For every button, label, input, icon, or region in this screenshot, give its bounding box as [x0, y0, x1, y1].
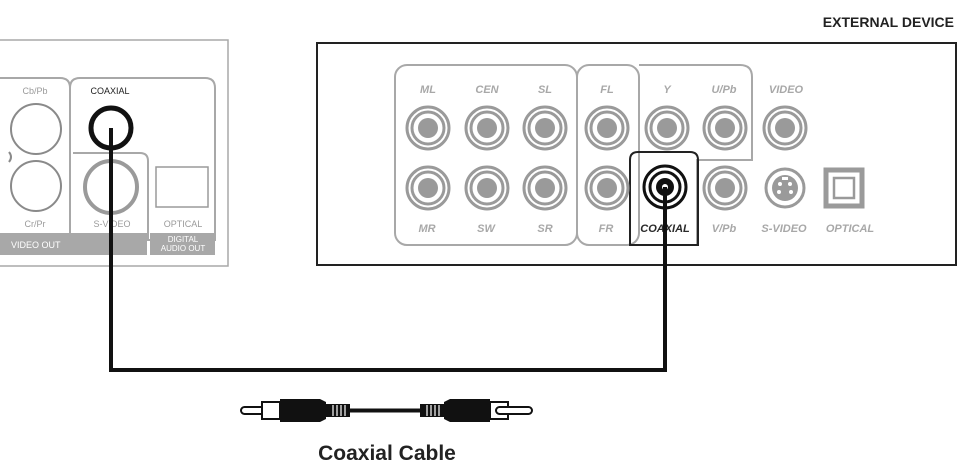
sl-label: SL [538, 84, 552, 96]
sw-jack [464, 165, 510, 211]
ml-label: ML [420, 84, 436, 96]
device-svideo-jack [764, 167, 806, 209]
cen-jack [464, 105, 510, 151]
video-label: VIDEO [769, 84, 804, 96]
fl-label: FL [600, 84, 614, 96]
external-device-title: EXTERNAL DEVICE [823, 14, 954, 30]
fr-label: FR [599, 223, 614, 235]
sr-label: SR [537, 223, 552, 235]
digital-audio-out-bar [150, 233, 215, 255]
sr-jack [522, 165, 568, 211]
y-label: Y [663, 84, 672, 96]
y-jack [644, 105, 690, 151]
coaxial-box-outline [629, 151, 699, 246]
sl-jack [522, 105, 568, 151]
fr-jack [584, 165, 630, 211]
device-optical-label: OPTICAL [826, 223, 875, 235]
front-group-outline [576, 64, 640, 246]
video-out-label: VIDEO OUT [11, 240, 61, 250]
right-plug-grip [420, 404, 444, 417]
device-optical-port [823, 167, 865, 209]
mr-label: MR [418, 223, 435, 235]
coaxial-group-outline [69, 77, 216, 241]
external-device-panel: ML CEN SL FL Y U/Pb VIDEO [316, 42, 957, 266]
device-svideo-label: S-VIDEO [761, 223, 807, 235]
cen-label: CEN [475, 84, 499, 96]
upb-label: U/Pb [711, 84, 736, 96]
cbpb-label: Cb/Pb [22, 86, 47, 96]
right-plug-ridges [426, 405, 440, 416]
component-group-outline [639, 64, 753, 246]
right-plug-body [444, 399, 490, 422]
upb-jack [702, 105, 748, 151]
coaxial-cable-illustration [240, 399, 533, 422]
crpr-jack [10, 160, 62, 212]
left-plug-grip [326, 404, 350, 417]
sw-label: SW [477, 223, 496, 235]
cable-caption: Coaxial Cable [318, 442, 456, 462]
right-plug-pin [495, 406, 533, 415]
mr-jack [405, 165, 451, 211]
player-optical-label: OPTICAL [164, 219, 203, 229]
audio-out-label: AUDIO OUT [161, 244, 206, 253]
coaxial-cable-path [109, 128, 667, 372]
vpb-jack [702, 165, 748, 211]
player-back-panel: Cb/Pb Cr/Pr COAXIAL S-VIDEO OPTICAL VIDE… [0, 39, 229, 267]
jack-notch [8, 151, 12, 163]
digital-label: DIGITAL [168, 235, 199, 244]
player-optical-port [155, 166, 209, 208]
video-jack [762, 105, 808, 151]
crpr-label: Cr/Pr [25, 219, 46, 229]
svideo-group-outline [73, 152, 149, 240]
cbpb-jack [10, 103, 62, 155]
device-panel-frame [316, 42, 957, 266]
fl-jack [584, 105, 630, 151]
left-plug-body [280, 399, 326, 422]
vpb-label: V/Pb [712, 223, 737, 235]
left-plug-ridges [332, 405, 346, 416]
ml-jack [405, 105, 451, 151]
player-coaxial-label: COAXIAL [90, 86, 129, 96]
left-plug-shell [261, 401, 281, 420]
